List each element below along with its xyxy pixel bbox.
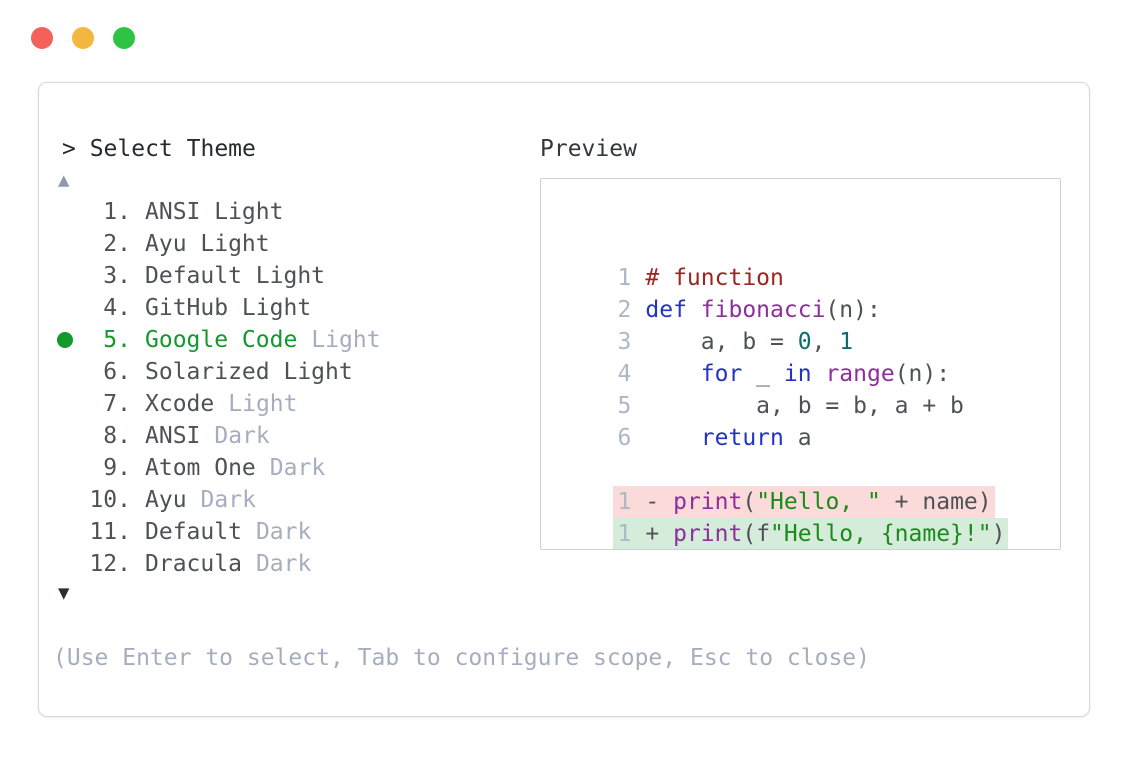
theme-number: 8. [103,423,131,449]
theme-name: Google Code [145,327,298,353]
code-line: 3 a, b = 0, 1 [541,294,1060,355]
theme-variant: Dark [255,519,312,545]
theme-list-item[interactable]: 8. ANSI Dark [39,420,559,452]
theme-list-item[interactable]: 5. Google Code Light [39,324,559,356]
theme-number: 6. [103,359,131,385]
theme-list-item[interactable]: 3. Default Light [39,260,559,292]
line-number: 2 [617,297,632,323]
theme-list-item[interactable]: 9. Atom One Dark [39,452,559,484]
code-line: 4 for _ in range(n): [541,326,1060,387]
theme-number: 5. [103,327,131,353]
theme-list: 1. ANSI Light 2. Ayu Light 3. Default Li… [39,196,559,580]
scroll-down-icon[interactable]: ▼ [58,582,70,604]
theme-name: Xcode [145,391,215,417]
theme-list-item[interactable]: 6. Solarized Light [39,356,559,388]
line-number: 1 [617,489,632,515]
line-number: 6 [617,425,632,451]
theme-list-item[interactable]: 1. ANSI Light [39,196,559,228]
theme-name: Solarized Light [145,359,353,385]
theme-list-item[interactable]: 4. GitHub Light [39,292,559,324]
close-icon[interactable] [31,27,53,49]
theme-number: 2. [103,231,131,257]
theme-name: Atom One [145,455,256,481]
zoom-icon[interactable] [113,27,135,49]
select-theme-prompt: > Select Theme [62,136,256,162]
theme-number: 4. [103,295,131,321]
theme-variant: Dark [269,455,326,481]
theme-name: ANSI [145,423,201,449]
theme-number: 1. [103,199,131,225]
theme-list-item[interactable]: 2. Ayu Light [39,228,559,260]
theme-number: 3. [103,263,131,289]
theme-number: 10. [89,487,131,513]
preview-label: Preview [540,136,637,162]
line-number: 3 [617,329,632,355]
theme-number: 7. [103,391,131,417]
theme-variant: Dark [255,551,312,577]
theme-name: ANSI Light [145,199,284,225]
line-number: 1 [617,521,632,547]
code-line: 5 a, b = b, a + b [541,358,1060,419]
theme-list-item[interactable]: 7. Xcode Light [39,388,559,420]
theme-variant: Light [228,391,298,417]
theme-variant: Light [311,327,381,353]
theme-variant: Dark [214,423,270,449]
theme-variant: Dark [200,487,256,513]
theme-picker-panel: > Select Theme ▲ 1. ANSI Light 2. Ayu Li… [38,82,1090,717]
line-number: 4 [617,361,632,387]
theme-name: Dracula [145,551,242,577]
theme-name: Default [145,519,242,545]
minimize-icon[interactable] [72,27,94,49]
theme-list-item[interactable]: 10. Ayu Dark [39,484,559,516]
theme-number: 9. [103,455,131,481]
code-line: 1# function [541,230,1060,291]
theme-list-item[interactable]: 11. Default Dark [39,516,559,548]
window-controls [31,27,135,49]
theme-number: 12. [89,551,131,577]
code-line: 1+ print(f"Hello, {name}!") [541,486,1060,549]
scroll-up-icon[interactable]: ▲ [58,169,70,191]
help-text: (Use Enter to select, Tab to configure s… [53,645,870,671]
theme-name: Ayu [145,487,187,513]
theme-name: Ayu Light [145,231,270,257]
line-number: 1 [617,265,632,291]
theme-list-item[interactable]: 12. Dracula Dark [39,548,559,580]
line-number: 5 [617,393,632,419]
code-line: 6 return a [541,390,1060,451]
code-line: 1- print("Hello, " + name) [541,454,1060,518]
theme-number: 11. [89,519,131,545]
theme-name: GitHub Light [145,295,312,321]
selected-bullet-icon [57,332,73,348]
theme-name: Default Light [145,263,326,289]
